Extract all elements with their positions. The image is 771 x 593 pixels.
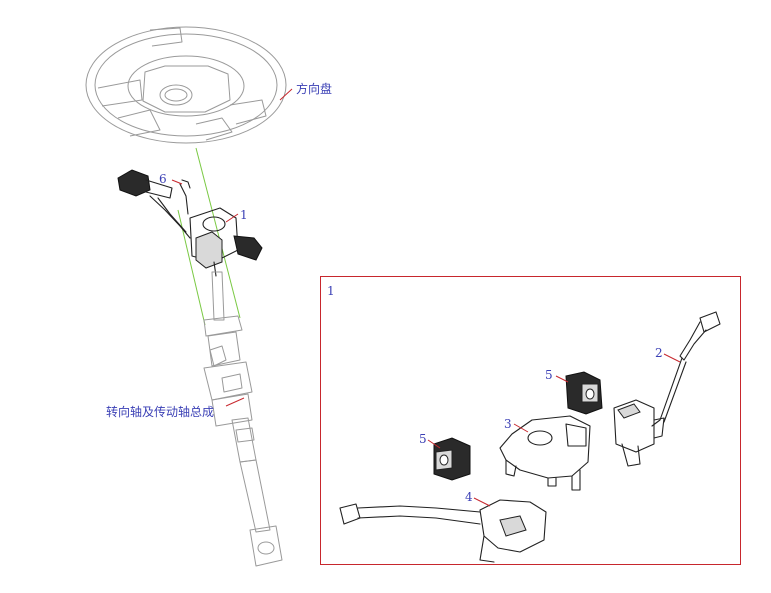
detail-title: 1: [327, 284, 335, 298]
leader-part-5-left: [427, 439, 441, 449]
part-3-switch-housing: [499, 415, 591, 491]
leader-part-1: [225, 213, 239, 223]
combination-switch-assembly: [117, 169, 263, 277]
leader-part-6: [171, 179, 183, 185]
label-part-2: 2: [655, 346, 663, 360]
label-steering-shaft: 转向轴及传动轴总成: [106, 405, 215, 419]
steering-column: [203, 271, 283, 567]
steering-wheel: [85, 26, 287, 144]
label-steering-wheel: 方向盘: [296, 82, 333, 96]
leader-part-3: [513, 423, 529, 433]
label-part-4: 4: [465, 490, 473, 504]
part-2-wiper-stalk: [613, 311, 721, 467]
part-5-boot-cover-top: [565, 371, 603, 415]
label-part-6: 6: [159, 172, 167, 186]
leader-part-2: [663, 353, 681, 363]
leader-part-4: [473, 497, 491, 507]
leader-steering-wheel: [279, 88, 293, 101]
steering-axis-line: [195, 147, 241, 319]
part-5-boot-cover-left: [433, 437, 471, 481]
leader-part-5-top: [555, 375, 569, 383]
detail-frame-part-1: [320, 276, 741, 565]
label-part-5-top: 5: [545, 368, 553, 382]
label-part-5-left: 5: [419, 432, 427, 446]
part-4-turn-signal-stalk: [339, 499, 547, 563]
label-part-1: 1: [240, 208, 248, 222]
label-part-3: 3: [504, 417, 512, 431]
leader-steering-shaft: [225, 397, 245, 407]
